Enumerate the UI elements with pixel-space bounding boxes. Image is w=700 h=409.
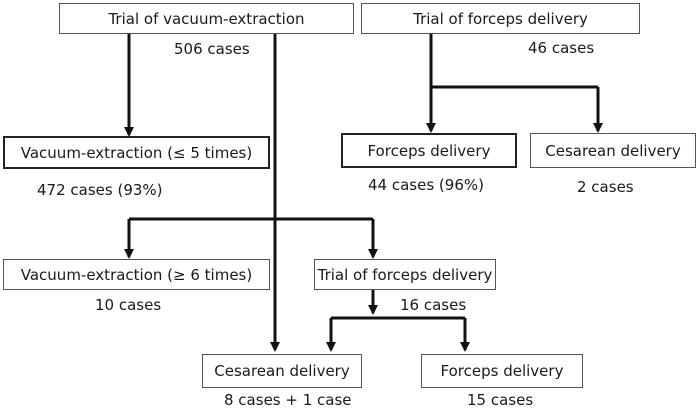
count-vacuum-ge6: 10 cases: [95, 296, 162, 314]
label-cesarean-bottom: Cesarean delivery: [214, 362, 350, 380]
box-trial-forceps-2: Trial of forceps delivery: [314, 259, 496, 290]
box-forceps-delivery-bottom: Forceps delivery: [421, 354, 583, 388]
label-forceps-delivery-bottom: Forceps delivery: [440, 362, 564, 380]
box-cesarean-bottom: Cesarean delivery: [202, 354, 362, 388]
label-vacuum-ge6: Vacuum-extraction (≥ 6 times): [20, 265, 253, 284]
count-forceps-delivery-top: 44 cases (96%): [368, 176, 484, 194]
box-vacuum-le5: Vacuum-extraction (≤ 5 times): [3, 136, 270, 169]
count-trial-forceps: 46 cases: [528, 39, 595, 57]
box-trial-forceps: Trial of forceps delivery: [361, 3, 640, 34]
box-vacuum-ge6: Vacuum-extraction (≥ 6 times): [3, 259, 270, 290]
count-trial-vacuum: 506 cases: [174, 40, 250, 58]
count-trial-forceps-2: 16 cases: [400, 296, 467, 314]
label-trial-forceps-2: Trial of forceps delivery: [317, 265, 493, 284]
label-trial-forceps: Trial of forceps delivery: [413, 9, 588, 28]
label-cesarean-top: Cesarean delivery: [545, 141, 681, 160]
label-forceps-delivery-top: Forceps delivery: [367, 141, 491, 160]
label-vacuum-le5: Vacuum-extraction (≤ 5 times): [20, 143, 253, 162]
count-vacuum-le5: 472 cases (93%): [37, 181, 163, 199]
label-trial-vacuum: Trial of vacuum-extraction: [108, 9, 305, 28]
box-cesarean-top: Cesarean delivery: [530, 133, 696, 168]
count-cesarean-bottom: 8 cases + 1 case: [224, 391, 352, 409]
box-forceps-delivery-top: Forceps delivery: [341, 133, 517, 168]
count-forceps-delivery-bottom: 15 cases: [467, 391, 534, 409]
count-cesarean-top: 2 cases: [577, 178, 634, 196]
box-trial-vacuum: Trial of vacuum-extraction: [59, 3, 354, 34]
